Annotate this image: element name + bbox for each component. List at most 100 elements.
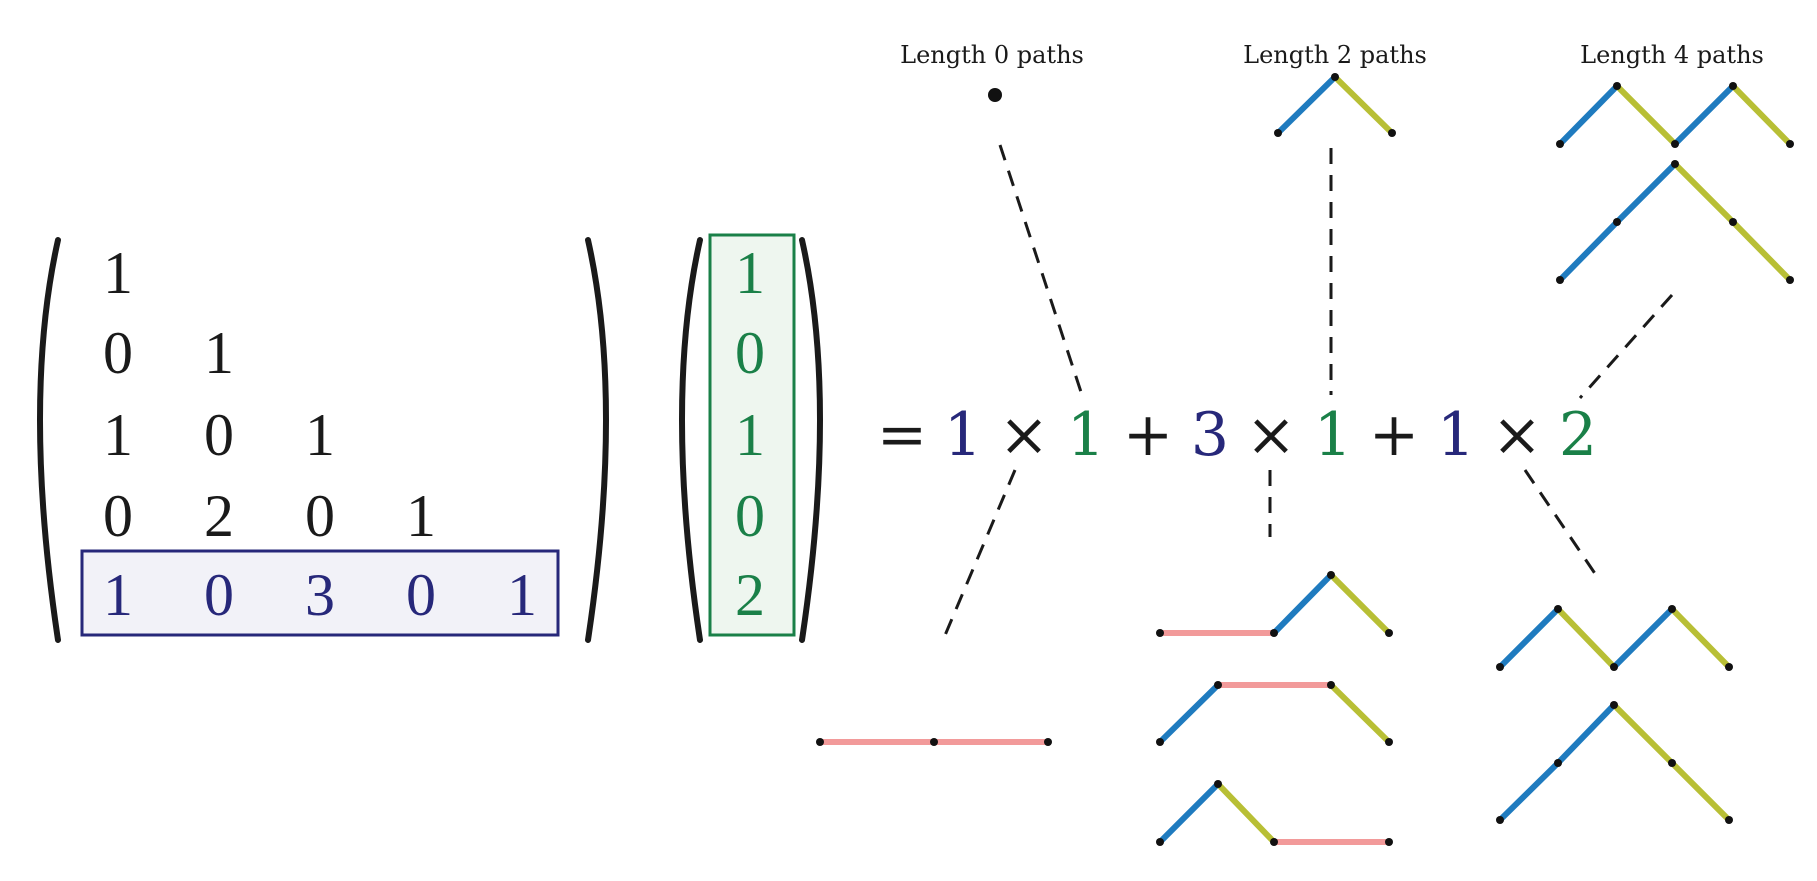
length-2-dyck-path (1274, 73, 1396, 137)
up-step (1157, 682, 1221, 745)
path-node (1327, 571, 1335, 579)
down-step (1611, 702, 1675, 766)
down-step (1730, 83, 1793, 147)
path-node (1331, 73, 1339, 81)
path-node (1388, 129, 1396, 137)
up-step (1271, 572, 1334, 636)
matrix-entry-highlighted: 3 (305, 562, 335, 628)
term2-value: 1 (1314, 400, 1352, 470)
down-step (1669, 760, 1732, 823)
term1-coefficient: 1 (944, 400, 982, 470)
path-node (1554, 605, 1562, 613)
path-node (930, 738, 938, 746)
term3-times: × (1492, 400, 1542, 470)
lattice-paths (816, 73, 1794, 846)
term1-value: 1 (1067, 400, 1105, 470)
down-step (1328, 572, 1392, 636)
down-step (1328, 682, 1392, 745)
matrix-entry: 0 (305, 483, 335, 549)
down-step (1672, 161, 1736, 225)
up-step (1611, 606, 1675, 670)
length-4-dyck-path-uudd (1556, 160, 1794, 284)
vector-entry: 1 (735, 240, 765, 306)
path-node (1671, 160, 1679, 168)
connector-len0-bottom (941, 469, 1017, 641)
path-node (1496, 816, 1504, 824)
down-step (1669, 606, 1732, 670)
connector-len0-top (998, 144, 1084, 396)
dashed-connectors (941, 144, 1674, 641)
path-node (1671, 140, 1679, 148)
down-step (1555, 606, 1617, 670)
path-node (1725, 816, 1733, 824)
path-node (1556, 276, 1564, 284)
matrix-entry: 0 (103, 483, 133, 549)
path-node (1786, 140, 1794, 148)
matrix: 1 0 1 1 0 1 0 2 0 1 1 0 3 0 1 (37, 237, 609, 643)
vector-left-paren (679, 237, 703, 643)
matrix-highlight-row-box (80, 549, 560, 637)
path-node (1274, 129, 1282, 137)
path-node (1385, 838, 1393, 846)
vector-entry: 1 (735, 402, 765, 468)
path-node (1156, 629, 1164, 637)
motzkin-path-ufd (1156, 681, 1393, 746)
matrix-entry-highlighted: 0 (406, 562, 436, 628)
down-step (1614, 83, 1678, 147)
path-node (1214, 681, 1222, 689)
vector-entry: 0 (735, 483, 765, 549)
path-node (1668, 605, 1676, 613)
up-step (1672, 83, 1736, 147)
length-0-point (988, 88, 1002, 102)
length-4-dyck-path-udud (1556, 82, 1794, 148)
motzkin-path-ff (816, 738, 1052, 746)
term3-value: 2 (1559, 400, 1597, 470)
matrix-entry: 1 (204, 320, 234, 386)
path-node (1729, 82, 1737, 90)
matrix-right-paren (585, 237, 609, 643)
term2-times: × (1246, 400, 1296, 470)
motzkin-path-udf (1156, 780, 1393, 846)
path-node (1610, 663, 1618, 671)
matrix-entry: 1 (103, 402, 133, 468)
matrix-left-paren (37, 237, 61, 643)
path-node (1156, 738, 1164, 746)
path-node (1668, 759, 1676, 767)
equals-sign: = (877, 400, 927, 470)
path-node (1327, 681, 1335, 689)
path-node (1613, 82, 1621, 90)
term2-plus: + (1123, 400, 1173, 470)
up-step (1275, 74, 1338, 136)
path-node (1385, 629, 1393, 637)
connector-len4-top (1578, 294, 1674, 399)
down-step (1332, 74, 1395, 136)
path-node (1270, 629, 1278, 637)
label-length-4-paths: Length 4 paths (1580, 41, 1764, 69)
up-step (1557, 83, 1620, 147)
term1-times: × (999, 400, 1049, 470)
label-length-0-paths: Length 0 paths (900, 41, 1084, 69)
vector-highlight-box (708, 233, 796, 637)
path-node (1613, 218, 1621, 226)
up-step (1555, 702, 1617, 766)
term2-coefficient: 3 (1191, 400, 1229, 470)
path-node (1610, 701, 1618, 709)
matrix-entry: 1 (406, 483, 436, 549)
down-step (1215, 781, 1277, 845)
path-node (1554, 759, 1562, 767)
path-node (1729, 218, 1737, 226)
path-node (1044, 738, 1052, 746)
up-step (1497, 606, 1561, 670)
equation: = 1 × 1 + 3 × 1 + 1 × 2 (877, 400, 1597, 470)
matrix-entry: 1 (103, 240, 133, 306)
path-node (1214, 780, 1222, 788)
down-step (1730, 219, 1793, 283)
motzkin-path-uudd (1496, 701, 1733, 824)
up-step (1497, 760, 1561, 823)
path-node (1156, 838, 1164, 846)
motzkin-path-fud (1156, 571, 1393, 637)
path-node (1556, 140, 1564, 148)
vector: 1 0 1 0 2 (679, 233, 823, 643)
matrix-entry: 0 (103, 320, 133, 386)
